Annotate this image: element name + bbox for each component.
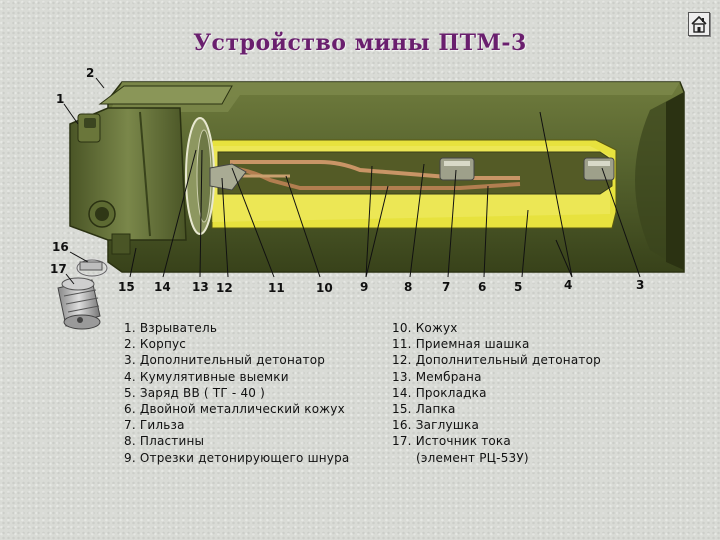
legend-item: 16. Заглушка xyxy=(392,418,480,433)
callout-15: 15 xyxy=(118,280,135,294)
legend-item: 14. Прокладка xyxy=(392,385,487,400)
legend-left: 1. Взрыватель 2. Корпус 3. Дополнительны… xyxy=(124,320,349,466)
legend-item: 4. Кумулятивные выемки xyxy=(124,369,289,384)
legend-item: 3. Дополнительный детонатор xyxy=(124,353,326,368)
page-title: Устройство мины ПТМ-3 xyxy=(193,30,527,56)
leader-lines xyxy=(63,77,641,285)
callout-6: 6 xyxy=(478,280,487,294)
legend-item: 5. Заряд ВВ ( ТГ - 40 ) xyxy=(124,385,266,400)
legend-item: 10. Кожух xyxy=(392,321,458,335)
callout-2: 2 xyxy=(86,66,95,80)
legend-item: 13. Мембрана xyxy=(392,369,482,384)
callout-9: 9 xyxy=(360,280,369,294)
legend-item: 17. Источник тока xyxy=(392,434,511,449)
callout-13: 13 xyxy=(192,280,209,294)
callout-16: 16 xyxy=(52,240,69,254)
legend-item: 11. Приемная шашка xyxy=(392,337,530,352)
legend-item: 6. Двойной металлический кожух xyxy=(124,402,345,417)
callout-3: 3 xyxy=(636,278,645,292)
legend-right: 10. Кожух 11. Приемная шашка 12. Дополни… xyxy=(392,320,601,466)
legend-item: 2. Корпус xyxy=(124,337,187,352)
plug xyxy=(75,258,109,278)
callout-17: 17 xyxy=(50,262,67,276)
callout-5: 5 xyxy=(514,280,523,294)
callout-12: 12 xyxy=(216,281,233,295)
callout-14: 14 xyxy=(154,280,171,294)
callout-11: 11 xyxy=(268,281,285,295)
legend-item: 12. Дополнительный детонатор xyxy=(392,353,601,368)
home-button[interactable] xyxy=(688,12,710,36)
fuse xyxy=(69,107,187,241)
legend-item: 15. Лапка xyxy=(392,402,456,417)
legend-item: 9. Отрезки детонирующего шнура xyxy=(124,450,350,465)
legend-item-continuation: (элемент РЦ-53У) xyxy=(416,450,529,465)
legend-item: 8. Пластины xyxy=(124,434,205,449)
callout-4: 4 xyxy=(564,278,573,292)
callout-10: 10 xyxy=(316,281,333,295)
callout-1: 1 xyxy=(56,92,65,106)
legend-item: 7. Гильза xyxy=(124,418,185,433)
lug xyxy=(111,233,131,255)
home-icon xyxy=(691,15,707,33)
legend-item: 1. Взрыватель xyxy=(124,321,218,335)
callout-8: 8 xyxy=(404,280,413,294)
callout-7: 7 xyxy=(442,280,451,294)
power-source xyxy=(57,277,101,330)
